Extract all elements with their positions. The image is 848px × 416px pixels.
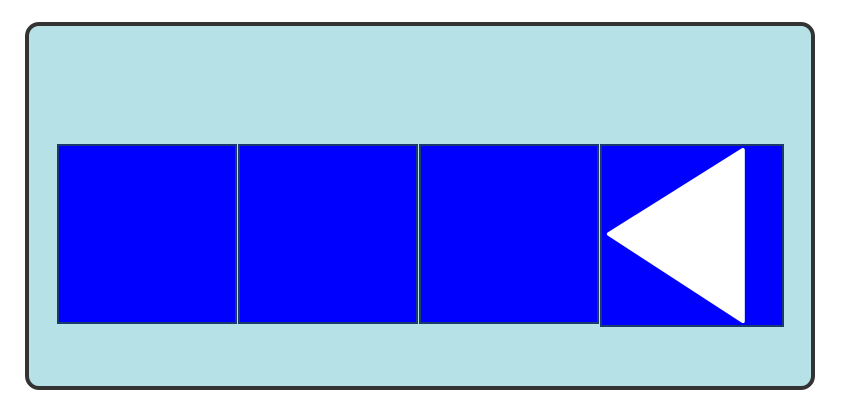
strip-cell-2[interactable] (238, 144, 418, 324)
strip-cell-4[interactable] (600, 144, 784, 327)
strip-cell-1[interactable] (57, 144, 237, 324)
arrow-shape (606, 147, 745, 324)
cell-strip (57, 144, 784, 327)
left-triangle-arrow-icon (606, 147, 745, 324)
strip-cell-3[interactable] (419, 144, 599, 324)
